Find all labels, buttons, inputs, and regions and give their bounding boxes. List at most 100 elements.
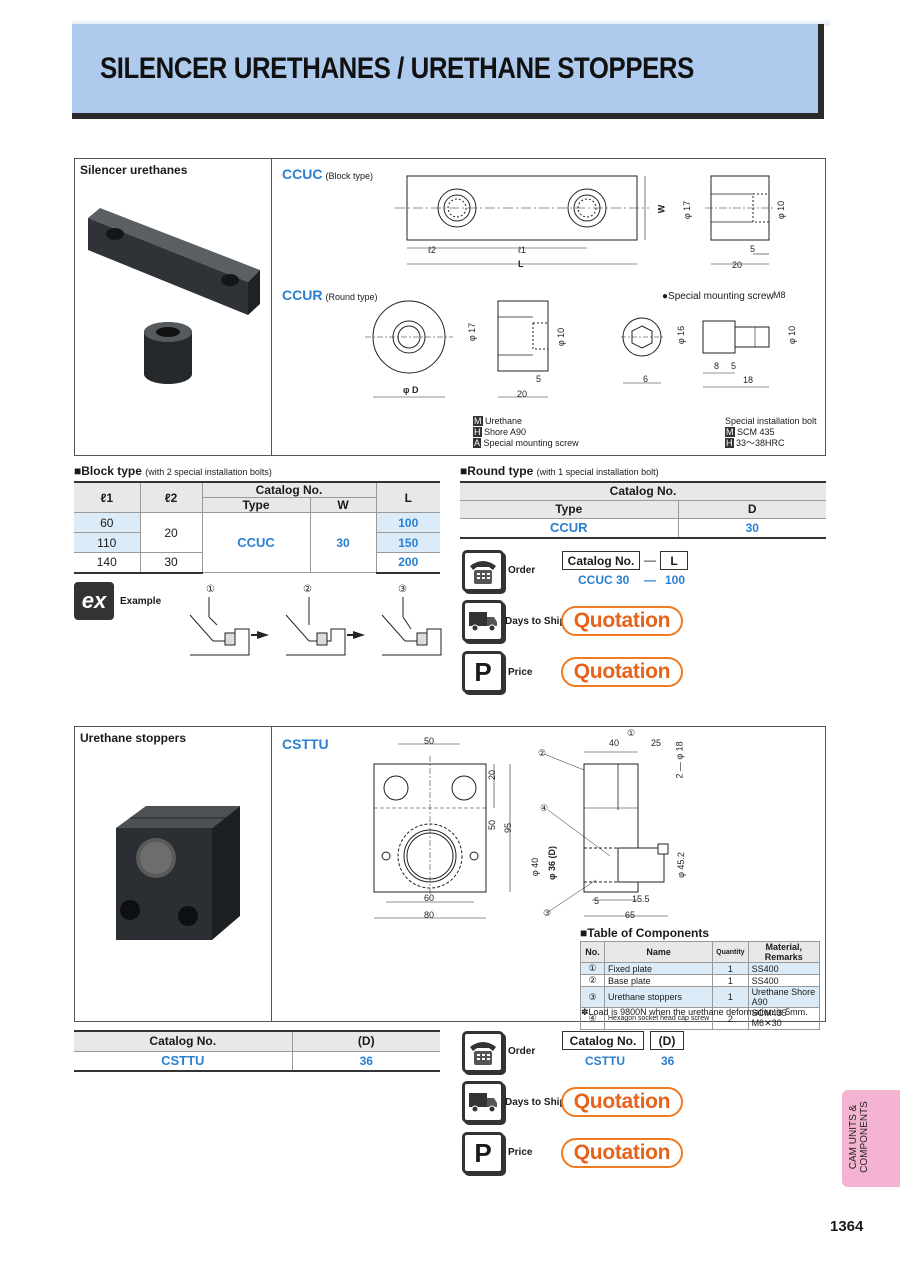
side-dim-phi40: φ 40	[530, 857, 541, 877]
front-dim-50-top: 50	[424, 736, 435, 746]
cell-d: 30	[677, 518, 826, 539]
load-note: ✽Load is 9800N when the urethane deforma…	[581, 1007, 808, 1017]
components-table: No. Name Quantity Material, Remarks ① Fi…	[580, 941, 821, 1030]
ccur-dim-20: 20	[517, 389, 528, 399]
stoppers-label: Urethane stoppers	[80, 731, 187, 745]
page-title: SILENCER URETHANES / URETHANE STOPPERS	[100, 52, 694, 85]
screw-dim-8: 8	[714, 361, 720, 371]
ccuc-dim-l1: ℓ1	[518, 245, 526, 255]
ccuc-code: CCUC	[282, 166, 323, 182]
silencer-label: Silencer urethanes	[80, 163, 188, 177]
hdr-catalog: Catalog No.	[460, 481, 826, 501]
order-value-D: 36	[661, 1054, 675, 1068]
round-type-table: Catalog No. Type D CCUR 30	[460, 481, 826, 539]
example-step-2: ②	[303, 584, 312, 595]
block-table-title: ■Block type (with 2 special installation…	[74, 464, 272, 478]
cell-l1: 60	[74, 512, 140, 533]
materials-left: M Urethane H Shore A90 A Special mountin…	[473, 416, 579, 449]
table-row: ② Base plate 1 SS400	[580, 974, 821, 987]
hdr-l1: ℓ1	[74, 481, 140, 513]
screw-dim-phi10: φ 10	[787, 325, 798, 345]
days-quotation: Quotation	[561, 606, 683, 636]
price-label: Price	[508, 667, 533, 678]
front-dim-80: 80	[424, 910, 435, 920]
material-row: H Shore A90	[473, 427, 527, 437]
ccur-dim-phi10: φ 10	[556, 327, 567, 347]
days-label: Days to Ship	[505, 616, 566, 627]
stoppers-section	[74, 726, 826, 1022]
callout-2: ②	[538, 748, 547, 758]
order-value-dash: —	[644, 573, 656, 587]
ccur-dim-phiD: φ D	[403, 385, 419, 395]
ccuc-dim-20: 20	[732, 260, 743, 270]
banner-highlight	[72, 18, 830, 26]
cell-l1: 140	[74, 552, 140, 574]
silencer-divider	[271, 158, 272, 456]
order-catalog-box: Catalog No.	[562, 1031, 644, 1050]
ccur-heading: CCUR (Round type)	[282, 287, 378, 303]
callout-3: ③	[543, 908, 552, 918]
comp-hdr-qty: Quantity	[712, 941, 749, 963]
order-value-catalog: CSTTU	[585, 1054, 625, 1068]
screw-dim-18: 18	[743, 375, 754, 385]
ccur-desc: (Round type)	[325, 292, 378, 302]
order-label: Order	[508, 1046, 536, 1057]
phone-icon	[462, 1031, 504, 1073]
side-tab-label: CAM UNITS & COMPONENTS	[848, 1101, 870, 1173]
hdr-L: L	[375, 481, 440, 513]
order-value-L: 100	[665, 573, 686, 587]
csttu-side-drawing	[543, 751, 669, 917]
side-tab[interactable]: CAM UNITS & COMPONENTS	[842, 1090, 900, 1187]
truck-icon	[462, 600, 504, 642]
cell-l2: 20	[139, 512, 202, 553]
ccuc-dim-phi10: φ 10	[776, 200, 787, 220]
example-step-1: ①	[206, 584, 215, 595]
table-row: ③ Urethane stoppers 1 Urethane Shore A90	[580, 986, 821, 1008]
material-row: H 33～38HRC	[725, 438, 785, 448]
ccuc-dim-l2: ℓ2	[428, 245, 436, 255]
hdr-l2: ℓ2	[139, 481, 202, 513]
ccuc-dim-phi17: φ 17	[682, 200, 693, 220]
ccur-drawing	[365, 300, 770, 398]
cell-L: 200	[375, 552, 440, 574]
cell-type: CCUR	[460, 518, 678, 539]
cell-l2: 30	[139, 552, 202, 574]
screw-dim-m8: M8	[773, 290, 786, 300]
ccuc-dim-L: L	[518, 259, 524, 269]
ccuc-dim-W: W	[656, 204, 667, 214]
ex-icon: ex	[74, 582, 114, 620]
front-dim-60: 60	[424, 893, 435, 903]
example-step-3: ③	[398, 584, 407, 595]
order-L-box: L	[660, 551, 688, 570]
days-label: Days to Ship	[505, 1097, 566, 1108]
comp-hdr-material: Material, Remarks	[747, 941, 821, 963]
truck-icon	[462, 1081, 504, 1123]
screw-title: ●Special mounting screw	[662, 291, 774, 302]
screw-dim-5: 5	[731, 361, 737, 371]
price-quotation: Quotation	[561, 657, 683, 687]
cell-L: 100	[375, 512, 440, 533]
hdr-catalog: Catalog No.	[74, 1030, 292, 1052]
hdr-D: (D)	[291, 1030, 440, 1052]
order-catalog-box: Catalog No.	[562, 551, 640, 570]
cell-d: 36	[291, 1051, 440, 1072]
order-value-catalog: CCUC 30	[578, 573, 630, 587]
comp-hdr-no: No.	[580, 941, 605, 963]
table-row: ① Fixed plate 1 SS400	[580, 962, 821, 975]
materials-right: Special installation bolt M SCM 435 H 33…	[725, 416, 817, 449]
page-number: 1364	[830, 1218, 864, 1235]
table-row: ④ Hexagon socket head cap screw 2 SCM435…	[580, 1007, 821, 1030]
front-dim-95: 95	[503, 822, 514, 834]
stopper-table: Catalog No. (D) CSTTU 36	[74, 1030, 440, 1072]
order-D-box: (D)	[650, 1031, 684, 1050]
front-dim-20: 20	[487, 769, 498, 781]
title-banner	[72, 24, 824, 119]
material-row: M Urethane	[473, 416, 523, 426]
silencer-product-image	[88, 208, 260, 384]
callout-4: ④	[540, 803, 549, 813]
cell-L: 150	[375, 532, 440, 553]
side-dim-15-5: 15.5	[632, 894, 650, 904]
price-label: Price	[508, 1147, 533, 1158]
days-quotation: Quotation	[561, 1087, 683, 1117]
material-row: A Special mounting screw	[473, 438, 579, 448]
